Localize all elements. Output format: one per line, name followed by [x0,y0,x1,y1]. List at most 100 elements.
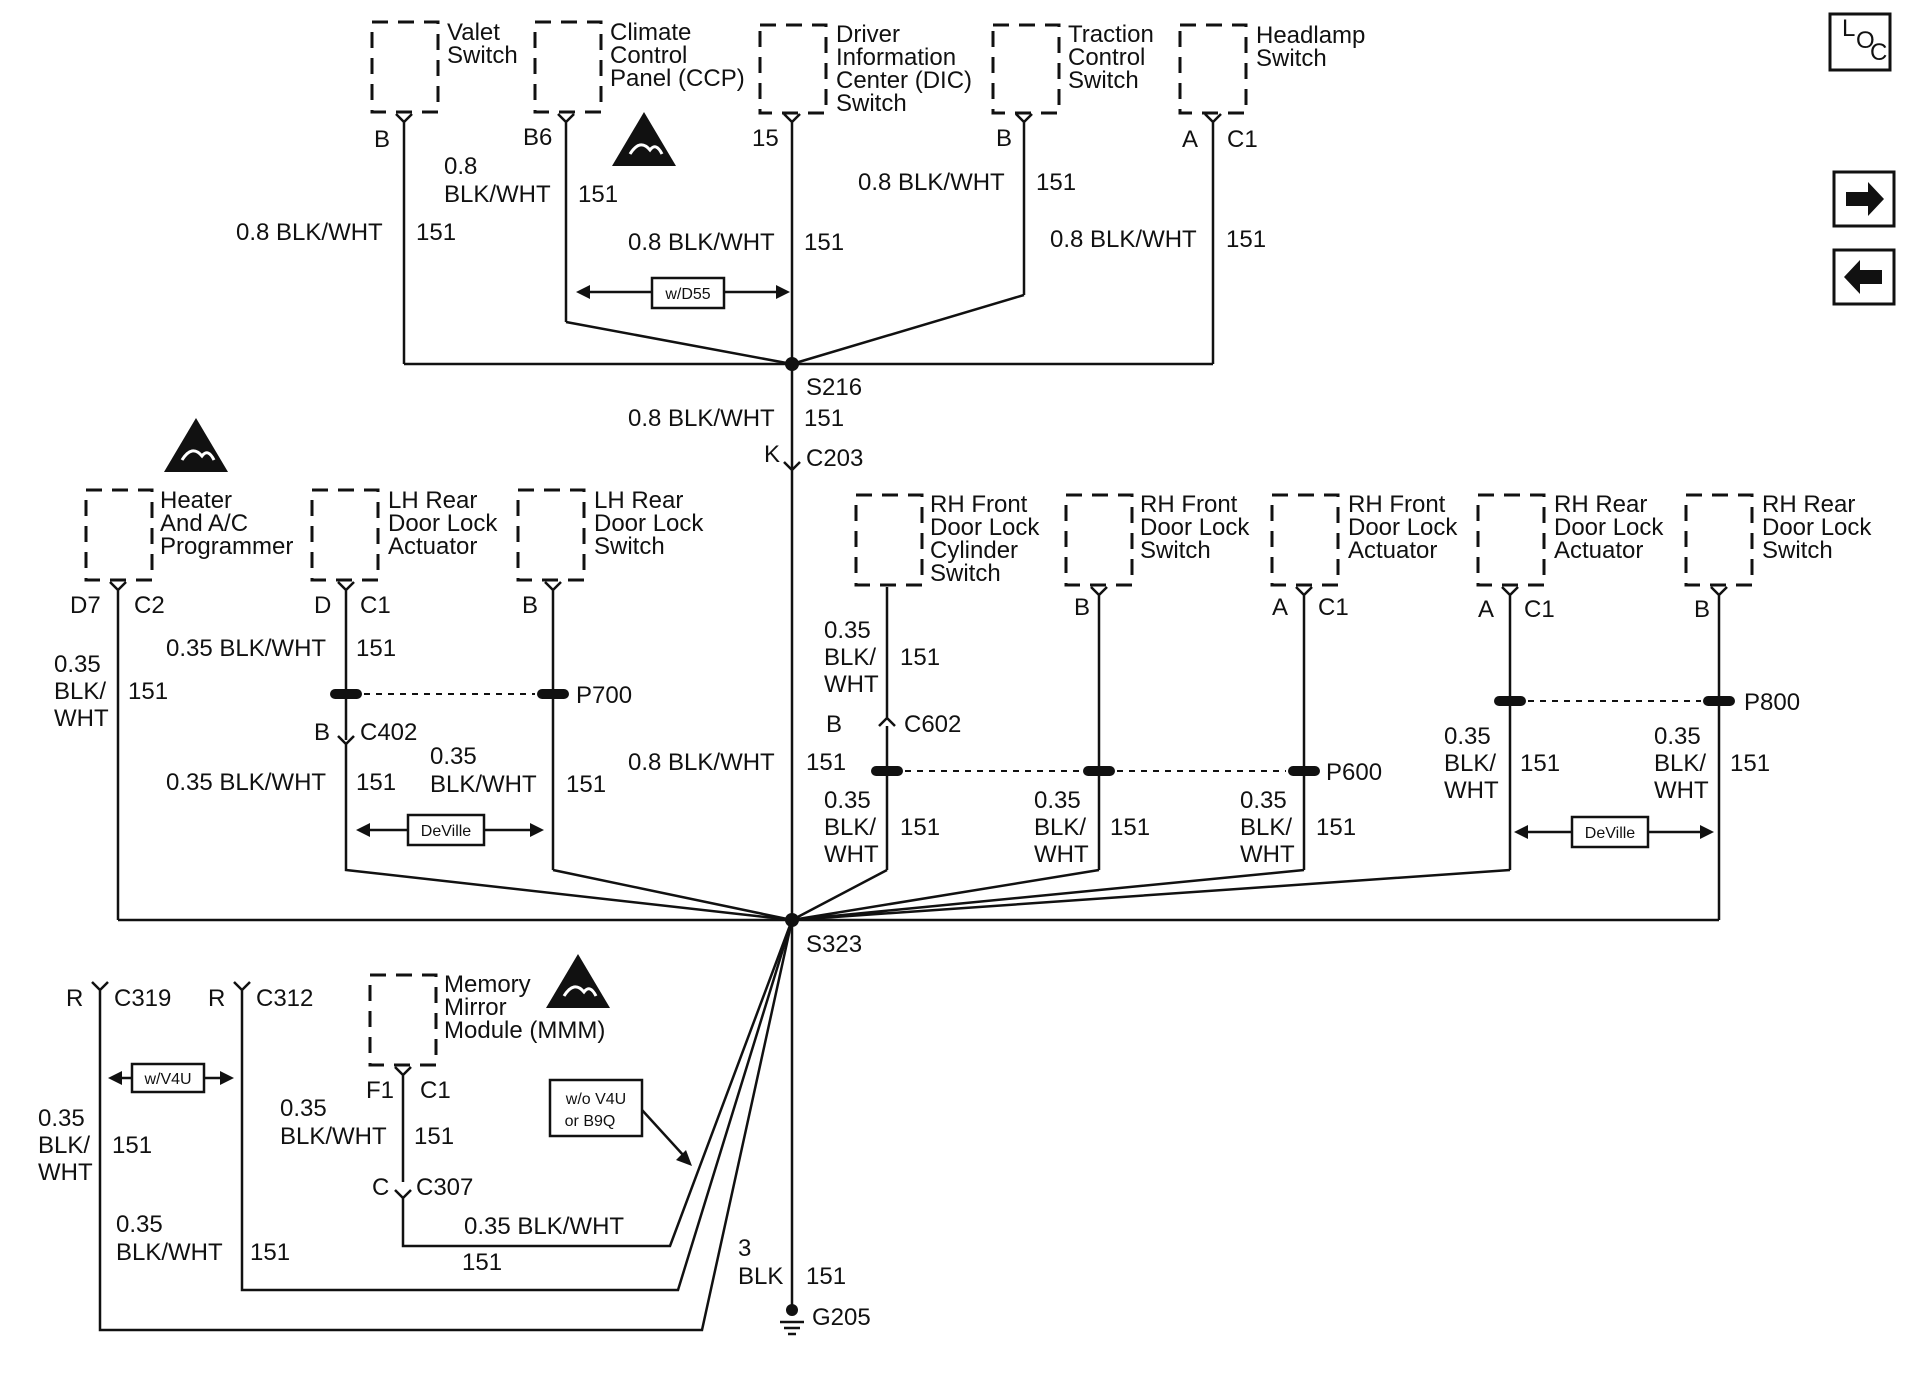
wire-label: 0.35 BLK/WHT [166,635,326,662]
c203-label: C203 [806,445,863,472]
wire-label: WHT [824,841,879,868]
circuit-label: 151 [806,1263,846,1290]
wire-label: WHT [1654,777,1709,804]
circuit-label: 151 [1110,814,1150,841]
c602-label: C602 [904,711,961,738]
circuit-label: 151 [1226,226,1266,253]
splice-s216: S216 0.8 BLK/WHT 151 K C203 [404,293,1213,920]
wire-label: 0.35 [1654,723,1701,750]
circuit-label: 151 [416,219,456,246]
circuit-label: 151 [900,814,940,841]
wo-v4u-line1: w/o V4U [565,1091,626,1108]
pin-lh-act: D [314,592,331,619]
left-wire-labels: 0.35 BLK/ WHT 151 0.35 BLK/WHT 151 0.35 … [54,635,846,798]
wire-label: 0.35 [1034,787,1081,814]
c402-label: C402 [360,719,417,746]
option-v4u-label: w/V4U [143,1071,191,1088]
ground-g205: G205 [780,920,871,1336]
right-wire-labels: 0.35 BLK/ WHT 151 0.35 BLK/ WHT 151 0.35… [824,617,1770,868]
top-wire-labels: 0.8 BLK/WHT 151 0.8 BLK/WHT 151 0.8 BLK/… [236,153,1266,256]
connector-p800: P800 [1494,689,1800,716]
option-d55: w/D55 [576,276,790,310]
wire-label: 0.8 BLK/WHT [628,405,775,432]
wire-label: 0.35 [824,617,871,644]
c203-pin: K [764,441,780,468]
wire-label: BLK/WHT [444,181,551,208]
bottom-connectors: R C319 R C312 [66,919,794,1332]
forward-arrow-icon[interactable] [1832,170,1896,228]
wire-label: 0.35 BLK/WHT [464,1213,624,1240]
c312-label: C312 [256,985,313,1012]
wire-label: WHT [1444,777,1499,804]
circuit-label: 151 [356,769,396,796]
splice-s323: S323 [118,744,1719,958]
conn-heater: C2 [134,592,165,619]
pin-rh-fsw: B [1074,594,1090,621]
wire-label: 0.35 [38,1105,85,1132]
circuit-label: 151 [1520,750,1560,777]
wire-label: 0.35 BLK/WHT [166,769,326,796]
pin-rh-rsw: B [1694,596,1710,623]
bottom-wire-labels: 0.35 BLK/ WHT 151 0.35 BLK/WHT 151 0.35 … [38,1095,846,1290]
esd-warning-icon [546,954,610,1008]
wire-label: BLK/WHT [430,771,537,798]
circuit-label: 151 [566,771,606,798]
wire-label: WHT [54,705,109,732]
pin-rh-fact: A [1272,594,1288,621]
pin-heater: D7 [70,592,101,619]
wire-label: BLK/ [824,644,876,671]
c312-pin: R [208,985,225,1012]
option-wo-v4u: w/o V4U or B9Q [548,1078,692,1166]
c602-pin: B [826,711,842,738]
circuit-label: 151 [128,678,168,705]
top-connectors: B B6 15 B A C1 [374,113,1258,364]
connector-p600: P600 [871,759,1382,786]
conn-mmm: C1 [420,1077,451,1104]
wire-label: BLK/WHT [116,1239,223,1266]
wire-label: BLK/ [1034,814,1086,841]
back-arrow-icon[interactable] [1832,248,1896,306]
circuit-label: 151 [112,1132,152,1159]
wire-label: 0.8 BLK/WHT [628,229,775,256]
wire-label: 0.8 BLK/WHT [628,749,775,776]
location-icon[interactable]: L O C [1828,12,1892,72]
circuit-label: 151 [414,1123,454,1150]
pin-valet: B [374,126,390,153]
circuit-label: 151 [1730,750,1770,777]
wire-label: 0.8 [444,153,477,180]
wire-label: 0.35 [1240,787,1287,814]
circuit-label: 151 [1036,169,1076,196]
wire-label: BLK/WHT [280,1123,387,1150]
option-d55-label: w/D55 [664,286,710,303]
circuit-label: 151 [250,1239,290,1266]
pin-ccp: B6 [523,124,552,151]
wire-label: 0.8 BLK/WHT [236,219,383,246]
conn-rh-fact: C1 [1318,594,1349,621]
pin-lh-sw: B [522,592,538,619]
wire-label: BLK/ [1444,750,1496,777]
p800-label: P800 [1744,689,1800,716]
loc-c: C [1870,39,1887,66]
conn-lh-act: C1 [360,592,391,619]
option-deville-left: DeVille [356,813,544,847]
c307-pin: C [372,1174,389,1201]
circuit-label: 151 [900,644,940,671]
conn-rh-ract: C1 [1524,596,1555,623]
c307-label: C307 [416,1174,473,1201]
wire-label: WHT [1240,841,1295,868]
